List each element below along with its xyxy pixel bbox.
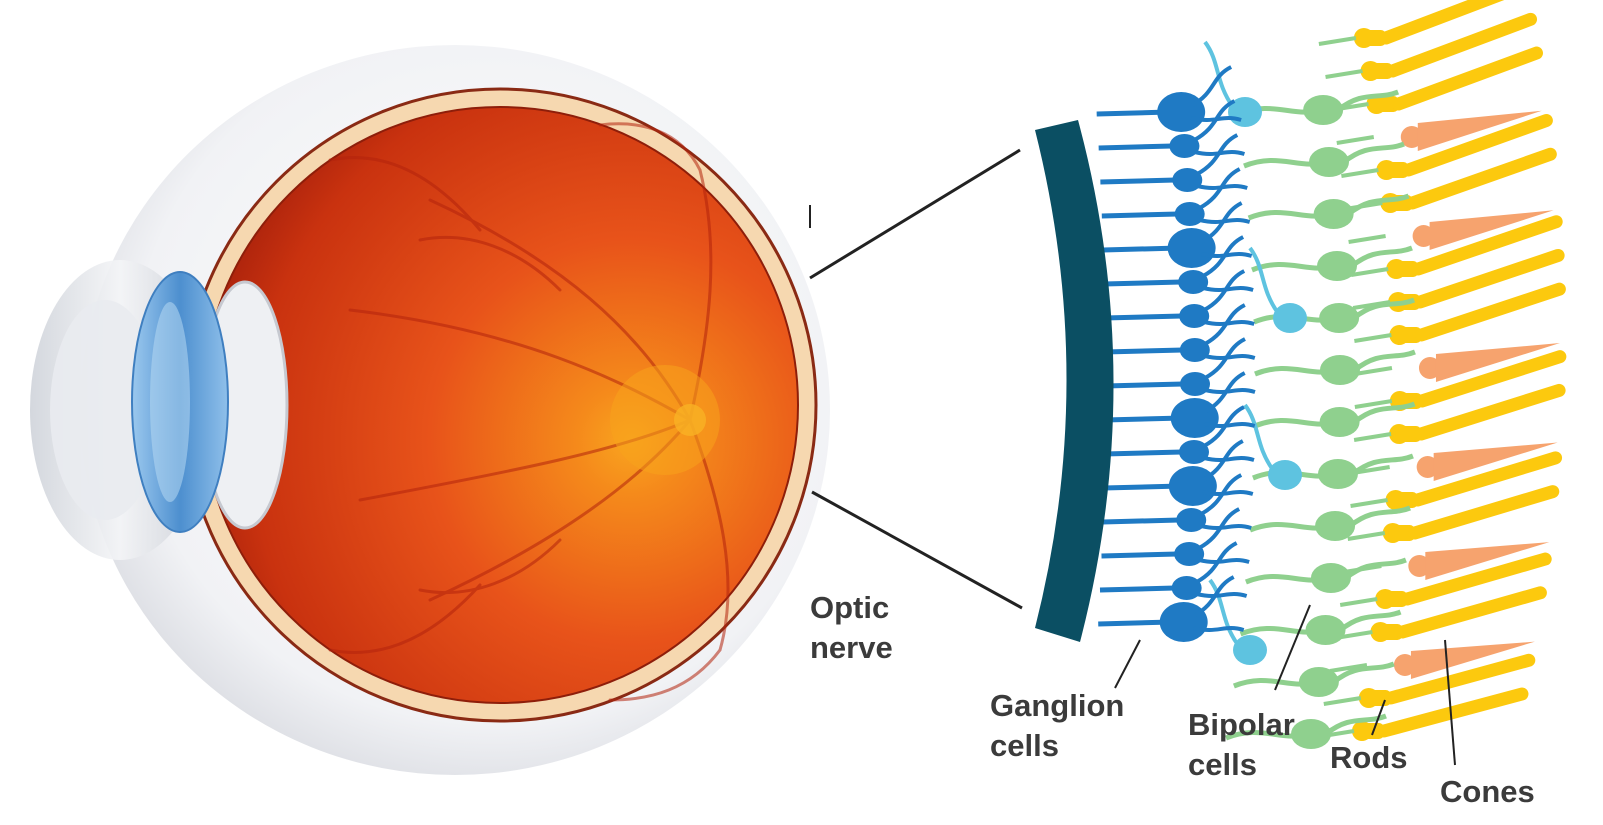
ganglion-dendrite [1205, 390, 1255, 392]
optic-nerve-label: Optic nerve [810, 588, 893, 668]
amacrine-process [1210, 580, 1238, 645]
photoreceptor-axon [1340, 599, 1377, 605]
zoom-line-top [810, 150, 1020, 278]
bipolar-cell [1320, 407, 1360, 437]
photoreceptor-axon [1337, 137, 1374, 143]
ganglion-axon [1104, 282, 1181, 284]
bipolar-cell [1319, 303, 1359, 333]
photoreceptor-axon [1351, 269, 1388, 275]
cones-label-text: Cones [1440, 772, 1535, 812]
ganglion-axon [1102, 214, 1178, 216]
ganglion-dendrite [1204, 458, 1254, 460]
optic-nerve-label-line2: nerve [810, 628, 893, 668]
amacrine-process [1250, 248, 1278, 313]
ganglion-axon [1101, 554, 1177, 556]
bipolar-cell [1317, 251, 1357, 281]
ganglion-cell [1169, 466, 1217, 506]
rods-label-text: Rods [1330, 738, 1408, 778]
photoreceptor-axon [1354, 434, 1391, 440]
amacrine-cell [1273, 303, 1307, 333]
eyeball-cross-section-icon [30, 45, 830, 775]
bipolar-cells-label-line2: cells [1188, 745, 1295, 785]
amacrine-cell [1233, 635, 1267, 665]
cones-label: Cones [1440, 772, 1535, 812]
ganglion-dendrite [1203, 492, 1253, 494]
bipolar-axon [1350, 508, 1410, 526]
bipolar-cell [1299, 667, 1339, 697]
photoreceptor-axon [1324, 698, 1361, 704]
ganglion-dendrite [1205, 356, 1255, 358]
ganglion-dendrite [1191, 67, 1231, 106]
photoreceptor-axon [1349, 236, 1386, 242]
bipolar-cell [1311, 563, 1351, 593]
bipolar-cell [1291, 719, 1331, 749]
bipolar-cell [1314, 199, 1354, 229]
ganglion-axon [1104, 452, 1182, 454]
amacrine-cell [1268, 460, 1302, 490]
ganglion-dendrite [1199, 560, 1249, 562]
ganglion-axon [1099, 146, 1173, 148]
photoreceptor-axon [1341, 170, 1378, 176]
nerve-fiber-layer [1035, 120, 1114, 642]
bipolar-cell [1318, 459, 1358, 489]
ganglion-dendrite [1194, 628, 1244, 630]
ganglion-axon [1105, 316, 1183, 318]
ganglion-axon [1100, 588, 1175, 590]
bipolar-cell [1306, 615, 1346, 645]
amacrine-layer [1205, 42, 1307, 665]
ganglion-dendrite [1205, 424, 1255, 426]
bipolar-axon [1346, 560, 1406, 578]
rods-label: Rods [1330, 738, 1408, 778]
bipolar-cells-label: Bipolar cells [1188, 705, 1295, 785]
ganglion-cells-label-line1: Ganglion [990, 686, 1124, 726]
ganglion-axon [1103, 520, 1179, 522]
optic-nerve-label-line1: Optic [810, 588, 893, 628]
ganglion-cells-label: Ganglion cells [990, 686, 1124, 766]
photoreceptor-axon [1319, 38, 1356, 44]
bipolar-cells-label-line1: Bipolar [1188, 705, 1295, 745]
ganglion-axon [1100, 180, 1175, 182]
ganglion-cells-label-line2: cells [990, 726, 1124, 766]
ganglion-layer [1097, 67, 1255, 642]
ganglion-axon [1105, 384, 1183, 386]
photoreceptor-axon [1351, 500, 1388, 506]
ganglion-cell [1157, 92, 1205, 132]
ganglion-cell [1168, 228, 1216, 268]
ganglion-pointer [1115, 640, 1140, 688]
ganglion-axon [1105, 350, 1183, 352]
bipolar-axon [1344, 144, 1404, 162]
ganglion-dendrite [1197, 594, 1247, 596]
ganglion-dendrite [1201, 526, 1251, 528]
ganglion-cell [1160, 602, 1208, 642]
photoreceptor-axon [1326, 71, 1363, 77]
photoreceptor-axon [1354, 335, 1391, 341]
bipolar-cell [1309, 147, 1349, 177]
bipolar-cell [1315, 511, 1355, 541]
bipolar-cell [1303, 95, 1343, 125]
bipolar-axon [1334, 664, 1394, 682]
photoreceptor-axon [1348, 533, 1385, 539]
bipolar-cell [1320, 355, 1360, 385]
ganglion-cell [1171, 398, 1219, 438]
